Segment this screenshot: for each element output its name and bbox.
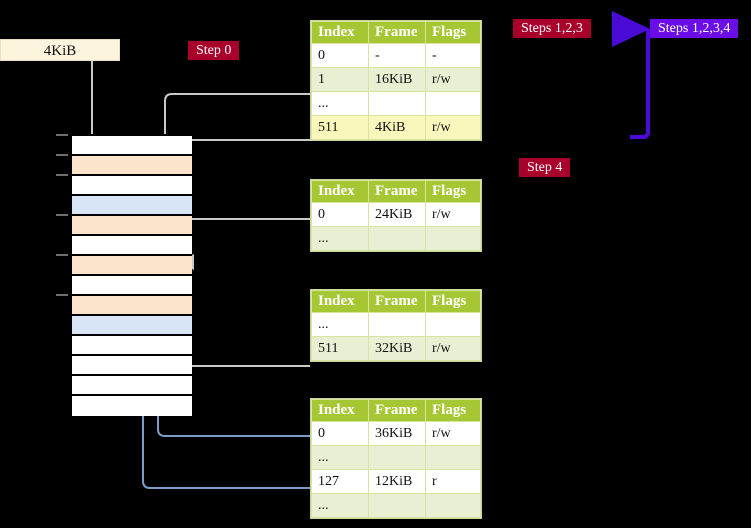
memory-tick-0 xyxy=(56,134,68,136)
cell-index-3: 511 xyxy=(311,115,369,140)
cell-index-1: 1 xyxy=(311,67,369,92)
cell-frame-1: 32KiB xyxy=(368,336,426,361)
cell-flags-2 xyxy=(425,91,481,116)
chip-step-0: Step 0 xyxy=(188,41,240,60)
cell-index-0: 0 xyxy=(311,202,369,227)
cell-frame-0 xyxy=(368,312,426,337)
wire-memory-to-l2 xyxy=(162,292,310,367)
column-header-index: Index xyxy=(311,399,369,422)
cell-flags-1 xyxy=(425,226,481,251)
physical-memory-column xyxy=(70,134,192,416)
table-row: 0-- xyxy=(311,43,481,68)
cell-index-1: 511 xyxy=(311,336,369,361)
cell-frame-2: 12KiB xyxy=(368,469,426,494)
column-header-flags: Flags xyxy=(425,180,481,203)
cell-flags-3: r/w xyxy=(425,115,481,140)
memory-tick-2 xyxy=(56,174,68,176)
table-row: ... xyxy=(311,312,481,337)
cell-flags-0: r/w xyxy=(425,421,481,446)
cell-index-3: ... xyxy=(311,493,369,518)
column-header-index: Index xyxy=(311,21,369,44)
chip-step-4: Step 4 xyxy=(519,158,571,177)
cell-frame-1: 16KiB xyxy=(368,67,426,92)
cell-flags-1: r/w xyxy=(425,336,481,361)
table-row: ... xyxy=(311,445,481,470)
cell-flags-1 xyxy=(425,445,481,470)
cell-index-1: ... xyxy=(311,226,369,251)
cell-frame-1 xyxy=(368,226,426,251)
arrow-purple-bracket xyxy=(612,11,650,139)
memory-frame-12 xyxy=(72,376,192,396)
column-header-flags: Flags xyxy=(425,21,481,44)
cell-frame-0: 36KiB xyxy=(368,421,426,446)
column-header-flags: Flags xyxy=(425,290,481,313)
memory-frame-3 xyxy=(72,196,192,216)
cell-flags-3 xyxy=(425,493,481,518)
cell-flags-0: r/w xyxy=(425,202,481,227)
memory-frame-10 xyxy=(72,336,192,356)
column-header-frame: Frame xyxy=(368,21,426,44)
memory-frame-11 xyxy=(72,356,192,376)
cell-flags-0 xyxy=(425,312,481,337)
column-header-frame: Frame xyxy=(368,290,426,313)
memory-frame-9 xyxy=(72,316,192,336)
table-row: ... xyxy=(311,91,481,116)
cell-frame-3 xyxy=(368,493,426,518)
memory-frame-6 xyxy=(72,256,192,276)
cell-index-2: ... xyxy=(311,91,369,116)
memory-frame-0 xyxy=(72,136,192,156)
table-row: ... xyxy=(311,226,481,251)
column-header-frame: Frame xyxy=(368,399,426,422)
cell-frame-2 xyxy=(368,91,426,116)
cell-frame-1 xyxy=(368,445,426,470)
memory-tick-1 xyxy=(56,154,68,156)
memory-frame-4 xyxy=(72,216,192,236)
column-header-index: Index xyxy=(311,180,369,203)
cell-frame-3: 4KiB xyxy=(368,115,426,140)
cell-index-1: ... xyxy=(311,445,369,470)
memory-frame-13 xyxy=(72,396,192,416)
frame-size-banner: 4KiB xyxy=(0,39,120,61)
memory-frame-2 xyxy=(72,176,192,196)
memory-frame-1 xyxy=(72,156,192,176)
column-header-frame: Frame xyxy=(368,180,426,203)
memory-tick-6 xyxy=(56,254,68,256)
cell-index-0: ... xyxy=(311,312,369,337)
cell-flags-2: r xyxy=(425,469,481,494)
wire-l3-to-memory xyxy=(177,218,310,270)
memory-frame-5 xyxy=(72,236,192,256)
column-header-flags: Flags xyxy=(425,399,481,422)
cell-index-2: 127 xyxy=(311,469,369,494)
cell-flags-1: r/w xyxy=(425,67,481,92)
chip-steps-1-2-3-4: Steps 1,2,3,4 xyxy=(650,19,739,38)
cell-frame-0: - xyxy=(368,43,426,68)
cell-index-0: 0 xyxy=(311,43,369,68)
cell-frame-0: 24KiB xyxy=(368,202,426,227)
cell-flags-0: - xyxy=(425,43,481,68)
memory-tick-4 xyxy=(56,214,68,216)
cell-index-0: 0 xyxy=(311,421,369,446)
chip-steps-1-2-3: Steps 1,2,3 xyxy=(513,19,591,38)
memory-frame-7 xyxy=(72,276,192,296)
column-header-index: Index xyxy=(311,290,369,313)
table-row: ... xyxy=(311,493,481,518)
memory-frame-8 xyxy=(72,296,192,316)
memory-tick-8 xyxy=(56,294,68,296)
